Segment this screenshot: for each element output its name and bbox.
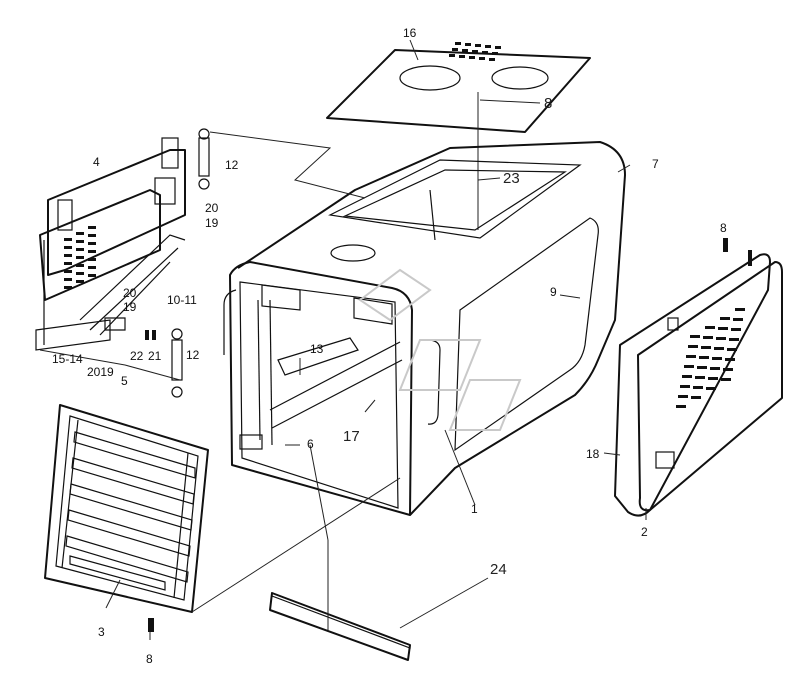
right-side-door <box>614 238 783 517</box>
callout-19-upper: 19 <box>205 216 219 230</box>
callout-13: 13 <box>310 342 324 356</box>
callout-17: 17 <box>343 428 360 445</box>
callout-3: 3 <box>98 625 105 639</box>
callout-18: 18 <box>586 447 600 461</box>
callout-7: 7 <box>652 157 659 171</box>
callout-22: 22 <box>130 349 144 363</box>
callout-2: 2 <box>641 525 648 539</box>
callout-12-lower: 12 <box>186 348 200 362</box>
callout-2019: 2019 <box>87 365 114 379</box>
callout-15-14: 15-14 <box>52 352 83 366</box>
callout-10-11: 10-11 <box>167 293 197 307</box>
left-door-assembly <box>35 128 366 398</box>
callout-8-top: 8 <box>544 95 552 112</box>
callout-4: 4 <box>93 155 100 169</box>
callout-19-lower: 19 <box>123 300 137 314</box>
callout-9: 9 <box>550 285 557 299</box>
cab-body <box>223 141 626 516</box>
callout-labels: 16 8 7 23 4 12 20 19 20 19 10-11 15-14 2… <box>52 26 727 666</box>
callout-24: 24 <box>490 561 507 578</box>
callout-16: 16 <box>403 26 417 40</box>
callout-6: 6 <box>307 437 314 451</box>
callout-8-bottom: 8 <box>146 652 153 666</box>
bottom-plate <box>269 592 411 661</box>
callout-5: 5 <box>121 374 128 388</box>
front-grille <box>44 404 401 613</box>
callout-20-lower: 20 <box>123 286 137 300</box>
callout-21: 21 <box>148 349 162 363</box>
callout-20-upper: 20 <box>205 201 219 215</box>
callout-8-right: 8 <box>720 221 727 235</box>
roof-cover-plate <box>326 42 591 133</box>
callout-12-upper: 12 <box>225 158 239 172</box>
callout-1: 1 <box>471 502 478 516</box>
callout-23: 23 <box>503 170 520 187</box>
watermark-logo <box>358 268 522 431</box>
